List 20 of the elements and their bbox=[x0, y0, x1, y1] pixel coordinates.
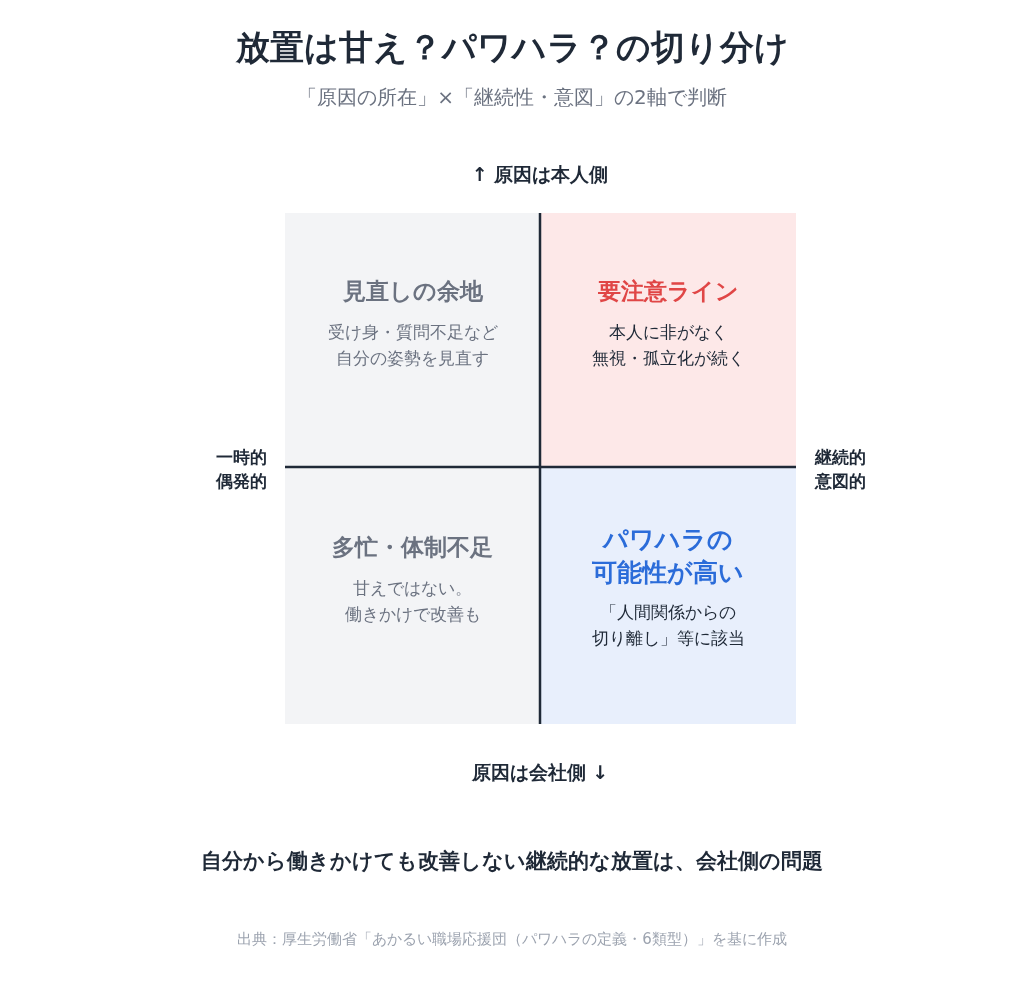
quadrant-panel bbox=[540, 213, 796, 467]
quadrant-heading: 要注意ライン bbox=[597, 277, 739, 306]
axis-label: ↑ 原因は本人側 bbox=[471, 161, 609, 187]
quadrant-panel bbox=[285, 213, 540, 467]
subtitle: 「原因の所在」×「継続性・意図」の2軸で判断 bbox=[297, 84, 727, 111]
title: 放置は甘え？パワハラ？の切り分け bbox=[235, 26, 789, 70]
quadrant-panel bbox=[540, 467, 796, 724]
quadrant-heading: パワハラの可能性が高い bbox=[591, 524, 745, 589]
axis-label: 継続的意図的 bbox=[814, 446, 866, 493]
source-note: 出典：厚生労働省「あかるい職場応援団（パワハラの定義・6類型）」を基に作成 bbox=[237, 928, 787, 950]
conclusion-text: 自分から働きかけても改善しない継続的な放置は、会社側の問題 bbox=[201, 848, 823, 876]
quadrant-description: 甘えではない。働きかけで改善も bbox=[344, 576, 481, 627]
quadrant-heading: 見直しの余地 bbox=[342, 277, 483, 306]
axis-label: 原因は会社側 ↓ bbox=[471, 759, 609, 785]
quadrant-heading: 多忙・体制不足 bbox=[332, 533, 493, 562]
quadrant-description: 受け身・質問不足など自分の姿勢を見直す bbox=[327, 320, 498, 371]
quadrant-description: 本人に非がなく無視・孤立化が続く bbox=[591, 320, 745, 371]
quadrant-panel bbox=[285, 467, 540, 724]
quadrant-description: 「人間関係からの切り離し」等に該当 bbox=[591, 601, 745, 651]
axis-label: 一時的偶発的 bbox=[215, 446, 267, 493]
